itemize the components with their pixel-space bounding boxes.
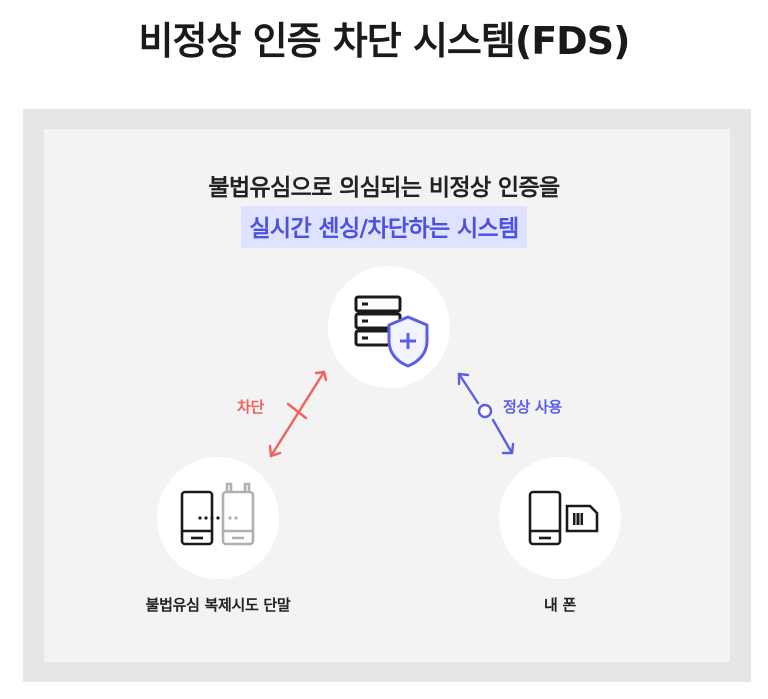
my-phone-label: 내 폰 — [544, 596, 576, 614]
headline-line2-wrap: 실시간 센싱/차단하는 시스템 — [0, 206, 768, 248]
block-arrow — [268, 370, 328, 458]
phone-sim-icon — [528, 490, 599, 546]
headline-line2-highlight: 실시간 센싱/차단하는 시스템 — [241, 206, 527, 248]
cloned-phones-icon — [180, 482, 255, 546]
illegal-device-label: 불법유심 복제시도 단말 — [145, 596, 291, 614]
page-title: 비정상 인증 차단 시스템(FDS) — [138, 19, 631, 63]
block-label: 차단 — [237, 398, 265, 416]
normal-use-arrow — [457, 372, 515, 455]
server-shield-icon — [354, 295, 429, 368]
headline-line1: 불법유심으로 의심되는 비정상 인증을 — [208, 175, 560, 201]
normal-use-label: 정상 사용 — [503, 398, 562, 416]
